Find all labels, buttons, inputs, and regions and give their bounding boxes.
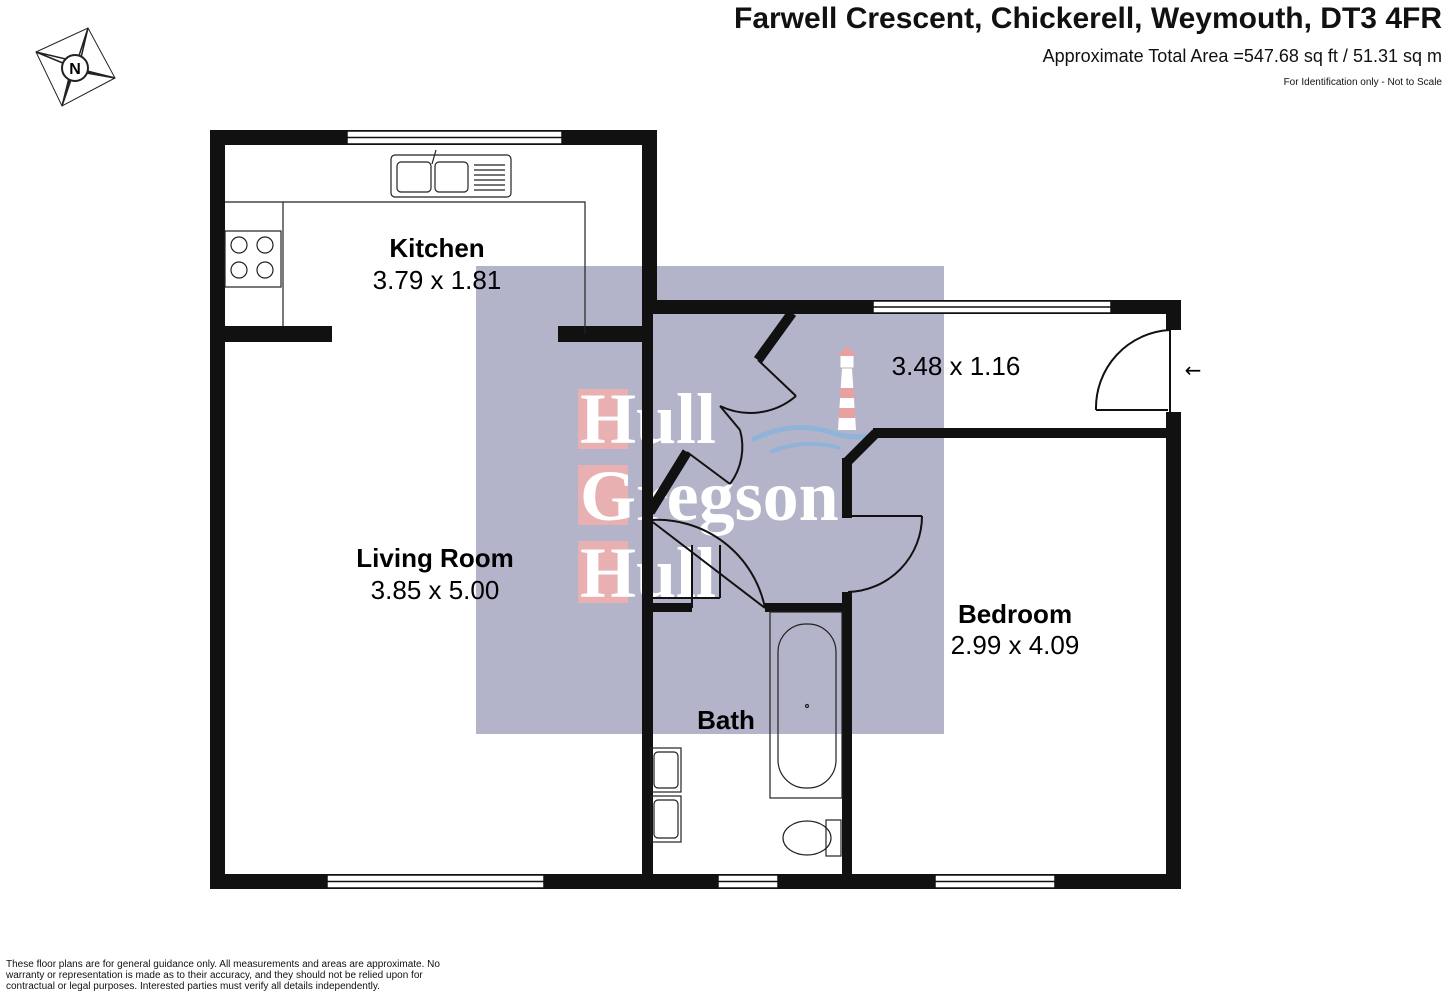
kitchen-name: Kitchen bbox=[389, 233, 484, 263]
compass-icon: N bbox=[35, 27, 116, 107]
living-room-door bbox=[729, 429, 744, 485]
windows bbox=[326, 130, 1112, 889]
compass-label: N bbox=[69, 61, 81, 78]
bath-name: Bath bbox=[697, 705, 755, 735]
property-address: Farwell Crescent, Chickerell, Weymouth, … bbox=[734, 2, 1442, 35]
bath-tub-icon bbox=[769, 611, 843, 799]
bedroom-door bbox=[847, 515, 923, 593]
doors bbox=[649, 329, 1171, 609]
bedroom-dims: 2.99 x 4.09 bbox=[951, 630, 1080, 660]
hall-dims: 3.48 x 1.16 bbox=[892, 351, 1021, 381]
bedroom-name: Bedroom bbox=[958, 599, 1072, 629]
sink-icon bbox=[390, 154, 512, 198]
washbasin-icon bbox=[650, 747, 682, 793]
toilet-icon bbox=[782, 820, 832, 856]
identification-note: For Identification only - Not to Scale bbox=[1283, 77, 1442, 88]
angled-walls bbox=[645, 310, 880, 515]
watermark-panel bbox=[476, 266, 944, 734]
lighthouse-icon bbox=[838, 346, 856, 430]
entrance-door bbox=[1094, 329, 1171, 411]
wave-icon bbox=[750, 425, 882, 443]
disclaimer: These floor plans are for general guidan… bbox=[6, 959, 440, 992]
total-area: Approximate Total Area =547.68 sq ft / 5… bbox=[1042, 46, 1442, 66]
living-room-dims: 3.85 x 5.00 bbox=[371, 575, 500, 605]
kitchen-units bbox=[224, 149, 586, 334]
bathroom-fittings bbox=[650, 611, 843, 857]
entrance-arrow-icon: ← bbox=[1185, 358, 1202, 382]
bath-door bbox=[649, 518, 766, 609]
kitchen-dims: 3.79 x 1.81 bbox=[373, 265, 502, 295]
living-room-name: Living Room bbox=[356, 543, 513, 573]
hob-icon bbox=[224, 230, 282, 288]
